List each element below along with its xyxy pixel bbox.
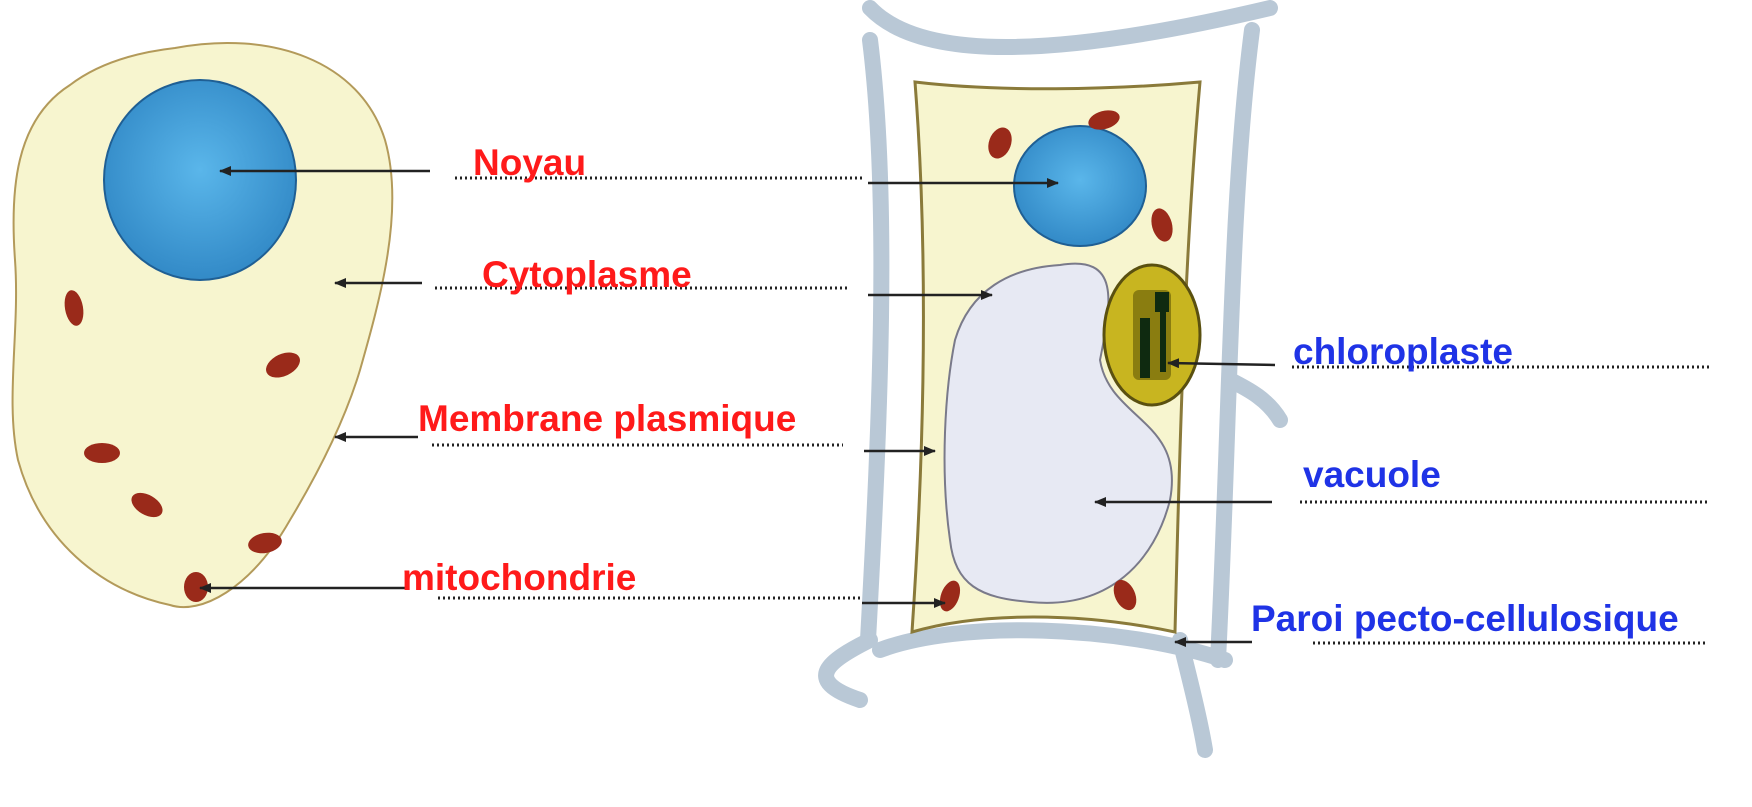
label-chloroplaste: chloroplaste [1293, 333, 1513, 370]
animal-nucleus [104, 80, 296, 280]
label-mitochondrie: mitochondrie [402, 559, 636, 596]
label-noyau: Noyau [473, 144, 586, 181]
label-paroi-pecto-cellulosique: Paroi pecto-cellulosique [1251, 600, 1679, 637]
label-vacuole: vacuole [1303, 456, 1441, 493]
mitochondrion [84, 443, 120, 463]
plant-nucleus [1014, 126, 1146, 246]
plant-cell [826, 8, 1280, 750]
animal-cell [13, 43, 393, 607]
label-cytoplasme: Cytoplasme [482, 256, 692, 293]
label-membrane-plasmique: Membrane plasmique [418, 400, 796, 437]
plant-chloroplast [1104, 265, 1200, 405]
